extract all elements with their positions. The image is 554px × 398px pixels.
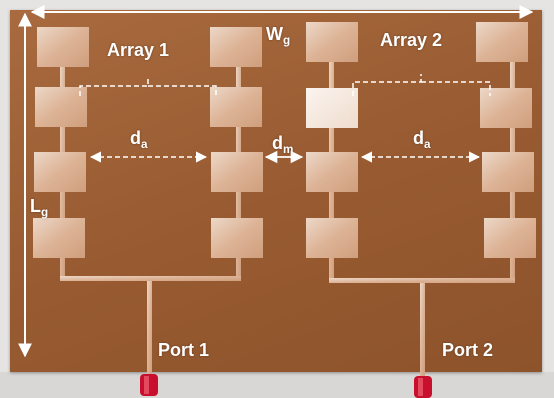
dm-label: dm	[272, 133, 294, 157]
da-sub: a	[424, 138, 431, 152]
da-right-label: da	[413, 128, 431, 152]
array-2	[306, 22, 536, 378]
port-2-label: Port 2	[442, 340, 494, 360]
array-2-bracket	[352, 74, 491, 96]
port-2-feed	[420, 283, 425, 378]
patch-element	[306, 218, 358, 258]
array-2-label: Array 2	[380, 30, 443, 50]
wg-sub: g	[283, 34, 291, 48]
dm-main: d	[272, 133, 283, 153]
patch-element	[211, 152, 263, 192]
patch-element	[33, 218, 85, 258]
dm-sub: m	[283, 143, 294, 157]
patch-element	[480, 88, 532, 128]
background-table	[0, 372, 554, 398]
port-1-connector	[140, 374, 158, 396]
patch-element	[210, 27, 262, 67]
patch-element	[35, 87, 87, 127]
feed-line	[329, 278, 515, 283]
lg-label: Lg	[30, 196, 49, 220]
patch-element	[306, 88, 358, 128]
lg-main: L	[30, 196, 41, 216]
annotations	[18, 5, 534, 358]
patch-element	[34, 152, 86, 192]
feed-line	[60, 276, 241, 281]
port-1-label: Port 1	[158, 340, 210, 360]
patch-element	[306, 152, 358, 192]
port-1-feed	[147, 281, 152, 376]
patch-element	[37, 27, 89, 67]
patch-element	[484, 218, 536, 258]
da-left-label: da	[130, 128, 148, 152]
patch-element	[211, 218, 263, 258]
da-main: d	[130, 128, 141, 148]
lg-sub: g	[41, 206, 49, 220]
da-main: d	[413, 128, 424, 148]
da-sub: a	[141, 138, 148, 152]
array-1	[33, 27, 263, 376]
patch-element	[476, 22, 528, 62]
port-2-connector	[414, 376, 432, 398]
wg-main: W	[266, 24, 283, 44]
patch-element	[306, 22, 358, 62]
pcb-substrate	[10, 10, 542, 372]
patch-element	[210, 87, 262, 127]
array-1-bracket	[79, 78, 217, 96]
array-1-label: Array 1	[107, 40, 170, 60]
patch-element	[482, 152, 534, 192]
wg-label: Wg	[266, 24, 291, 48]
